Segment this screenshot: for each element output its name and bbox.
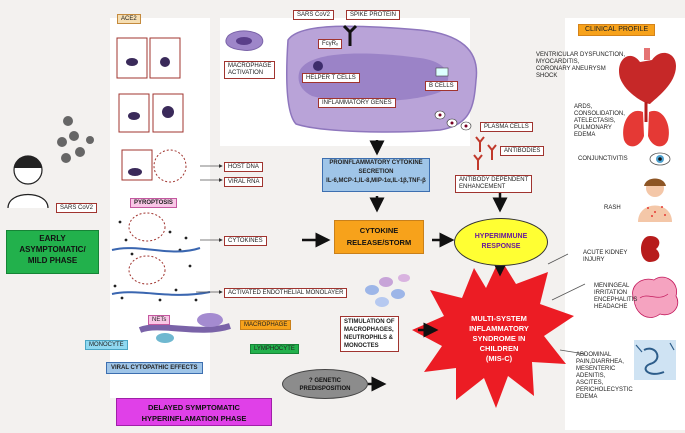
debris-dots-icon xyxy=(113,220,198,302)
vessel-icon xyxy=(138,323,231,333)
spike-protein-label: SPIKE PROTEIN xyxy=(346,10,401,20)
nets-label: NETs xyxy=(148,315,171,325)
pointer-arrows xyxy=(196,164,223,294)
child-icon xyxy=(7,155,49,209)
nuclei-icon xyxy=(126,57,174,176)
rash-findings: RASH xyxy=(604,205,621,211)
lymphocyte-label: LYMPHOCYTE xyxy=(250,344,299,354)
rash-child-icon xyxy=(638,178,672,222)
clinical-pointer-lines xyxy=(547,253,586,355)
kidney-icon xyxy=(641,236,660,262)
plasma-cells-label: PLASMA CELLS xyxy=(480,122,533,132)
heart-icon xyxy=(619,48,676,104)
cytokines-label: CYTOKINES xyxy=(224,236,267,246)
viral-cytopathic-label: VIRAL CYTOPATHIC EFFECTS xyxy=(106,362,203,374)
antibodies-label: ANTIBODIES xyxy=(500,146,545,156)
helper-t-cells-label: HELPER T CELLS xyxy=(302,73,360,83)
host-dna-label: HOST DNA xyxy=(224,162,263,172)
b-cells-label: B CELLS xyxy=(425,81,458,91)
eye-icon xyxy=(649,152,671,166)
inflammatory-genes-label: INFLAMMATORY GENES xyxy=(318,98,396,108)
mis-c-starburst xyxy=(412,258,574,408)
t-cell-dot-icon xyxy=(313,61,323,71)
viral-rna-label: VIRAL RNA xyxy=(224,177,264,187)
sars-cov2-top-label: SARS CoV2 xyxy=(293,10,335,20)
flow-arrows xyxy=(302,140,508,392)
nucleus-icon xyxy=(298,53,449,102)
heart-findings: VENTRICULAR DYSFUNCTION,MYOCARDITIS,CORO… xyxy=(536,52,626,79)
lungs-icon xyxy=(623,102,669,147)
immune-cluster-icon xyxy=(365,274,410,307)
receptor-icon xyxy=(342,24,358,46)
clinical-profile-header: CLINICAL PROFILE xyxy=(578,24,656,36)
eye-findings: CONJUNCTIVITIS xyxy=(578,156,628,162)
pyroptosis-label: PYROPTOSIS xyxy=(130,198,177,208)
lung-findings: ARDS,CONSOLIDATION,ATELECTASIS,PULMONARY… xyxy=(574,104,625,138)
macrophage-label: MACROPHAGE xyxy=(240,320,292,330)
sars-cov2-left-label: SARS CoV2 xyxy=(56,203,98,213)
b-cell-icon xyxy=(435,67,449,77)
fcyr-label: FcγRₓ xyxy=(318,39,342,49)
monocyte-label: MONOCYTE xyxy=(85,340,128,350)
abdomen-icon xyxy=(634,340,676,380)
endothelial-label: ACTIVATED ENDOTHELIAL MONOLAYER xyxy=(224,288,348,298)
brain-icon xyxy=(632,276,679,318)
cell-drawings-icon xyxy=(116,37,187,285)
virus-particles-icon xyxy=(57,116,94,163)
antibodies-icon xyxy=(473,136,497,170)
ace2-label: ACE2 xyxy=(117,14,141,24)
